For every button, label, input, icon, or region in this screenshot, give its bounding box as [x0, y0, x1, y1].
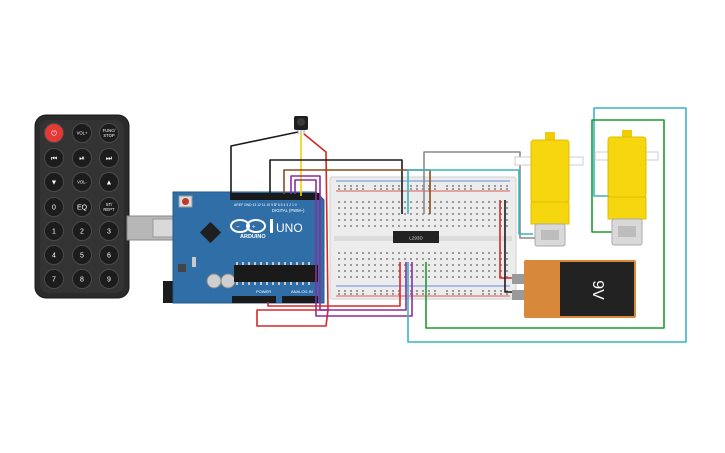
breadboard-holes [338, 185, 508, 295]
remote-button-label: 7 [52, 276, 56, 283]
remote-button-8[interactable]: 8 [72, 269, 92, 289]
remote-button-label: 6 [107, 252, 111, 259]
remote-button-label: 3 [107, 228, 111, 235]
remote-button-9[interactable]: 9 [99, 269, 119, 289]
remote-button-label: STOP [103, 133, 115, 138]
wire-black-top [269, 159, 403, 214]
remote-button-next[interactable]: ⏭ [99, 148, 119, 168]
remote-button-0[interactable]: 0 [44, 197, 64, 217]
l293d-driver-chip[interactable]: L293D [393, 231, 439, 243]
remote-button-label: ST/ [106, 202, 113, 207]
remote-button-1[interactable]: 1 [44, 221, 64, 241]
digital-pwm-label: DIGITAL (PWM~) [272, 208, 305, 213]
remote-button-label: 0 [52, 204, 56, 211]
remote-button-label: 9 [107, 276, 111, 283]
remote-button-label: 4 [52, 252, 56, 259]
remote-button-grid: ⏻ VOL+ FUNC/STOP ⏮ ⏯ ⏭ ▼ VOL- ▲ 0 EQ ST/REPT 1 2 3 4 5 6 7… [44, 123, 119, 289]
remote-button-label: VOL+ [77, 130, 88, 135]
remote-button-power[interactable]: ⏻ [44, 123, 64, 143]
battery-label: 9V [589, 280, 606, 300]
svg-text:+: + [252, 225, 256, 231]
svg-text:−: − [236, 225, 240, 231]
remote-button-2[interactable]: 2 [72, 221, 92, 241]
remote-button-play-pause[interactable]: ⏯ [72, 148, 92, 168]
remote-button-4[interactable]: 4 [44, 245, 64, 265]
analog-header-label: ANALOG IN [291, 289, 313, 294]
remote-button-st-rept[interactable]: ST/REPT [99, 197, 119, 217]
svg-text:7 6 5 4 3 2 1 0: 7 6 5 4 3 2 1 0 [275, 203, 297, 207]
remote-button-label: 1 [52, 228, 56, 235]
wire-gray [423, 151, 535, 239]
dc-motor-right[interactable] [594, 130, 659, 246]
wires [230, 107, 687, 343]
remote-button-label: 5 [80, 252, 84, 259]
remote-button-label: VOL- [77, 179, 87, 184]
wire-red-power [267, 262, 401, 307]
remote-button-prev[interactable]: ⏮ [44, 148, 64, 168]
wire-purple-1 [290, 175, 407, 311]
chip-label: L293D [409, 236, 423, 241]
remote-button-up[interactable]: ▲ [99, 172, 119, 192]
arduino-brand-label: ARDUINO [240, 234, 266, 240]
remote-button-label: ⏻ [51, 129, 57, 137]
wire-black-ir-gnd [230, 131, 299, 196]
remote-button-6[interactable]: 6 [99, 245, 119, 265]
remote-button-label: 2 [80, 228, 84, 235]
remote-button-vol-up[interactable]: VOL+ [72, 123, 92, 143]
remote-button-label: 8 [80, 276, 84, 283]
power-header-label: POWER [256, 289, 271, 294]
remote-button-label: ▼ [51, 179, 58, 186]
remote-button-label: ⏯ [79, 155, 85, 162]
svg-text:AREF GND 13 12 11 10 9 8: AREF GND 13 12 11 10 9 8 [234, 203, 276, 207]
remote-button-eq[interactable]: EQ [72, 197, 92, 217]
wire-cyan-2 [407, 107, 687, 343]
remote-button-label: REPT [103, 207, 115, 212]
arduino-uno-board[interactable]: AREF GND 13 12 11 10 9 8 7 6 5 4 3 2 1 0… [126, 191, 325, 304]
remote-button-label: ⏮ [51, 155, 57, 162]
arduino-model-label: UNO [276, 221, 303, 235]
battery-9v[interactable]: 9V [512, 260, 636, 318]
remote-button-label: FUNC/ [103, 128, 117, 133]
remote-button-func-stop[interactable]: FUNC/STOP [99, 123, 119, 143]
remote-button-3[interactable]: 3 [99, 221, 119, 241]
remote-button-label: ⏭ [106, 155, 113, 162]
dc-motor-left[interactable] [514, 132, 584, 247]
wire-cyan-1 [407, 169, 533, 235]
wire-purple-2 [294, 179, 413, 317]
remote-button-down[interactable]: ▼ [44, 172, 64, 192]
remote-button-label: EQ [77, 204, 88, 211]
remote-button-7[interactable]: 7 [44, 269, 64, 289]
arduino-logo: − + [230, 219, 266, 233]
wire-brown [283, 169, 431, 214]
remote-button-label: ▲ [106, 179, 113, 186]
remote-button-5[interactable]: 5 [72, 245, 92, 265]
remote-button-vol-down[interactable]: VOL- [72, 172, 92, 192]
ir-remote[interactable]: ⏻ VOL+ FUNC/STOP ⏮ ⏯ ⏭ ▼ VOL- ▲ 0 EQ ST/REPT 1 2 3 4 5 6 7… [34, 114, 130, 299]
wire-green [425, 119, 665, 329]
wire-red-ir-vcc [256, 133, 329, 327]
ir-receiver[interactable] [294, 116, 308, 134]
